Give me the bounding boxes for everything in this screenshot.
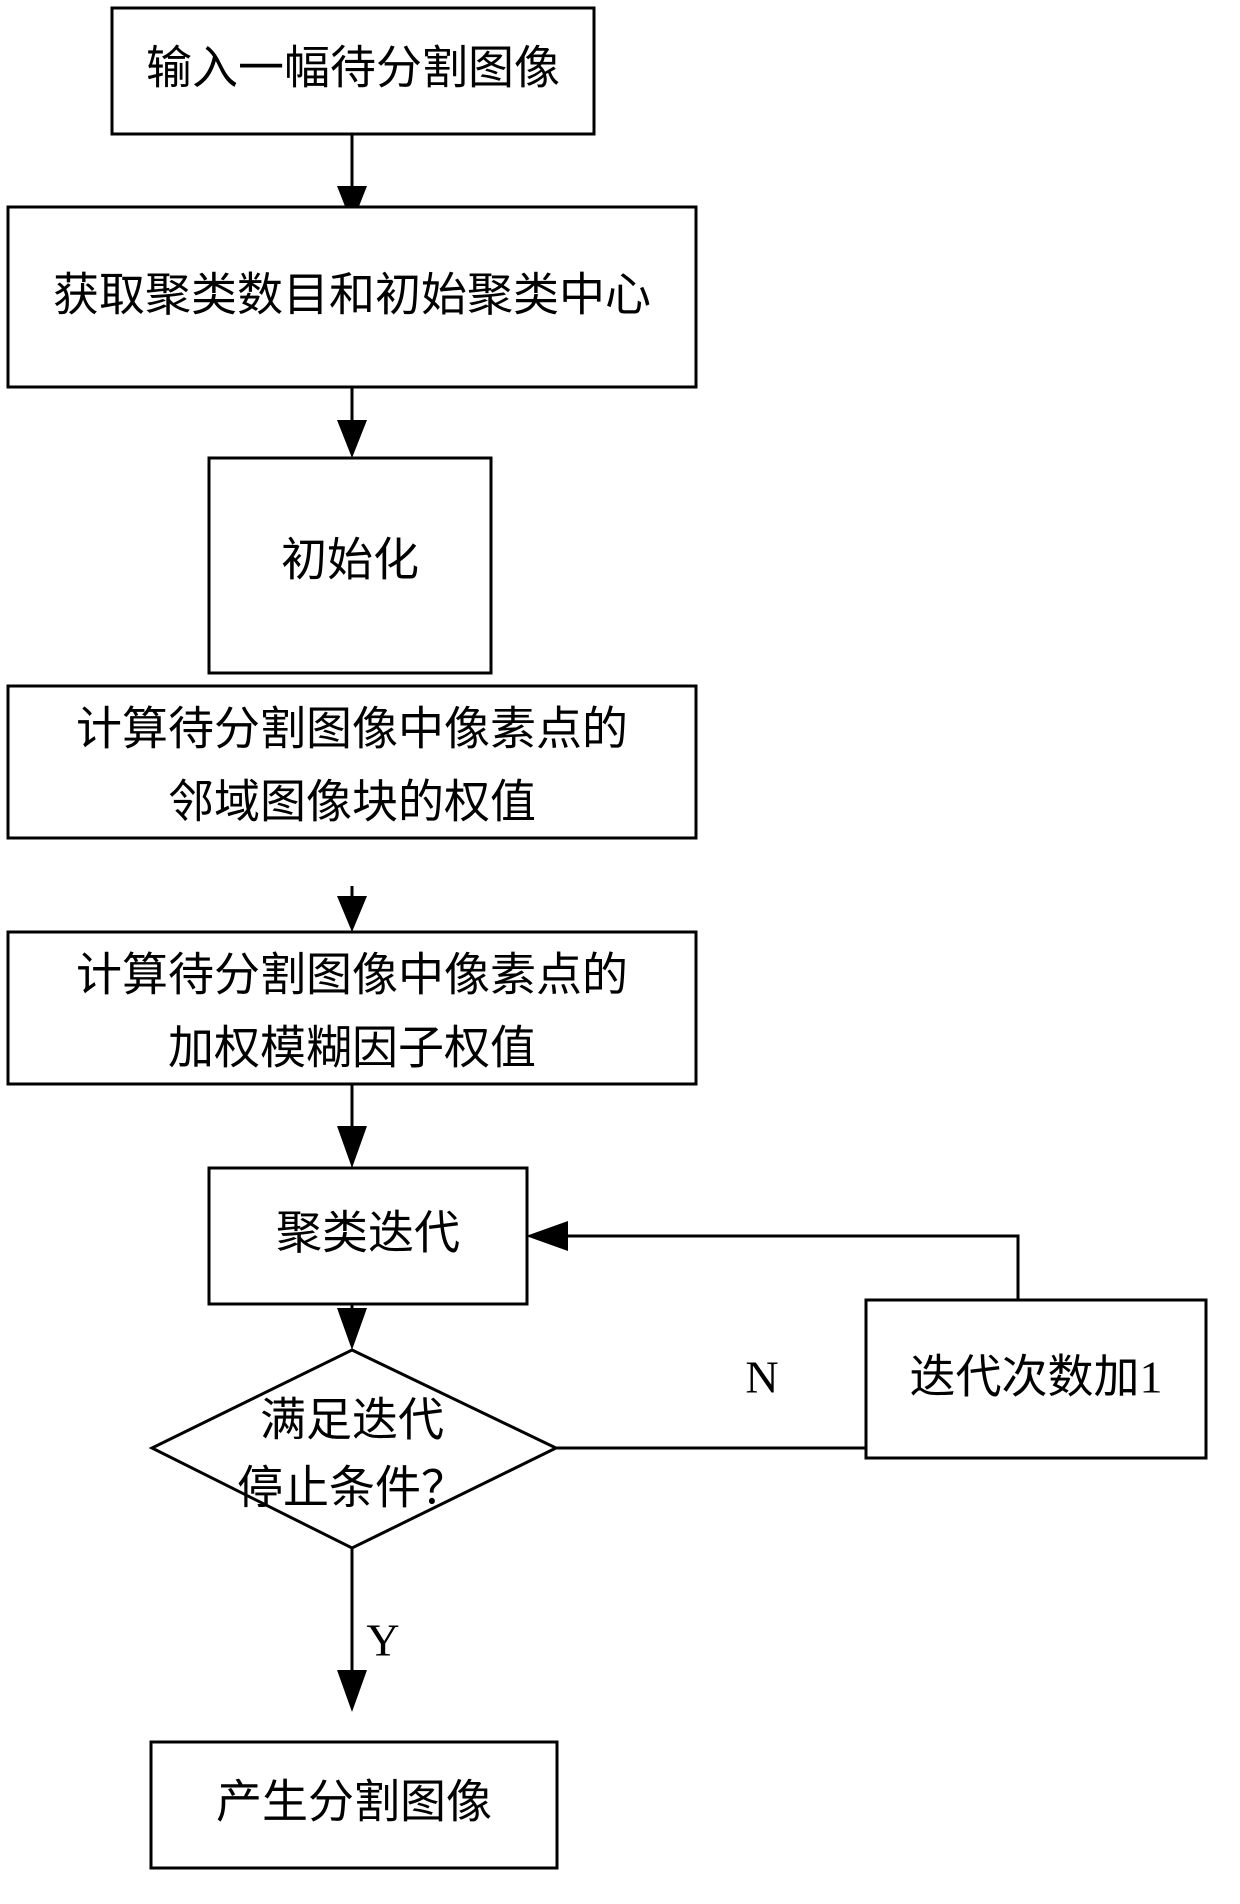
- edge-label-no: N: [745, 1352, 778, 1403]
- arrowhead-input-to-params: [337, 186, 367, 224]
- node-get-cluster-params-label: 获取聚类数目和初始聚类中心: [53, 270, 651, 321]
- arrowhead-condition-yes-to-output: [337, 1670, 367, 1712]
- node-output-segmented-image-box[interactable]: [149, 1740, 559, 1870]
- node-compute-fuzzy-factor-weight-box[interactable]: [6, 930, 698, 1086]
- node-input-image-box[interactable]: [110, 6, 596, 136]
- node-get-cluster-params-box[interactable]: [6, 205, 698, 389]
- node-compute-fuzzy-factor-weight-label-line1: 计算待分割图像中像素点的: [76, 950, 628, 1001]
- node-get-cluster-params[interactable]: 获取聚类数目和初始聚类中心: [6, 205, 698, 389]
- node-stop-condition-label-line2: 停止条件？: [237, 1463, 467, 1514]
- node-cluster-iteration-label: 聚类迭代: [276, 1208, 460, 1259]
- node-increment-iteration-label: 迭代次数加1: [910, 1352, 1163, 1403]
- node-initialize-label: 初始化: [281, 535, 419, 586]
- node-compute-neighborhood-weight-label-line2: 邻域图像块的权值: [168, 777, 536, 828]
- node-input-image[interactable]: 输入一幅待分割图像: [110, 6, 596, 136]
- node-stop-condition[interactable]: 满足迭代 停止条件？: [148, 1348, 560, 1550]
- arrowhead-params-to-init: [337, 420, 367, 458]
- node-input-image-label: 输入一幅待分割图像: [146, 43, 560, 94]
- node-compute-fuzzy-factor-weight-label-line2: 加权模糊因子权值: [168, 1023, 536, 1074]
- arrowhead-increment-to-iteration: [526, 1221, 568, 1251]
- node-compute-neighborhood-weight-label-line1: 计算待分割图像中像素点的: [76, 704, 628, 755]
- node-cluster-iteration-box[interactable]: [207, 1166, 529, 1306]
- node-stop-condition-diamond[interactable]: [148, 1348, 560, 1550]
- node-initialize-box[interactable]: [207, 456, 493, 675]
- node-compute-neighborhood-weight[interactable]: 计算待分割图像中像素点的 邻域图像块的权值: [6, 684, 698, 840]
- arrowhead-iteration-to-condition: [337, 1308, 367, 1350]
- node-increment-iteration[interactable]: 迭代次数加1: [864, 1298, 1208, 1460]
- node-increment-iteration-box[interactable]: [864, 1298, 1208, 1460]
- node-output-segmented-image-label: 产生分割图像: [216, 1777, 492, 1828]
- arrowhead-neighborhood-to-fuzzy: [337, 896, 367, 932]
- node-compute-neighborhood-weight-box[interactable]: [6, 684, 698, 840]
- edge-label-yes: Y: [366, 1615, 399, 1666]
- arrowhead-fuzzy-to-iteration: [337, 1126, 367, 1168]
- node-cluster-iteration[interactable]: 聚类迭代: [207, 1166, 529, 1306]
- node-stop-condition-label-line1: 满足迭代: [260, 1395, 444, 1446]
- node-compute-fuzzy-factor-weight[interactable]: 计算待分割图像中像素点的 加权模糊因子权值: [6, 930, 698, 1086]
- node-output-segmented-image[interactable]: 产生分割图像: [149, 1740, 559, 1870]
- node-initialize[interactable]: 初始化: [207, 456, 493, 675]
